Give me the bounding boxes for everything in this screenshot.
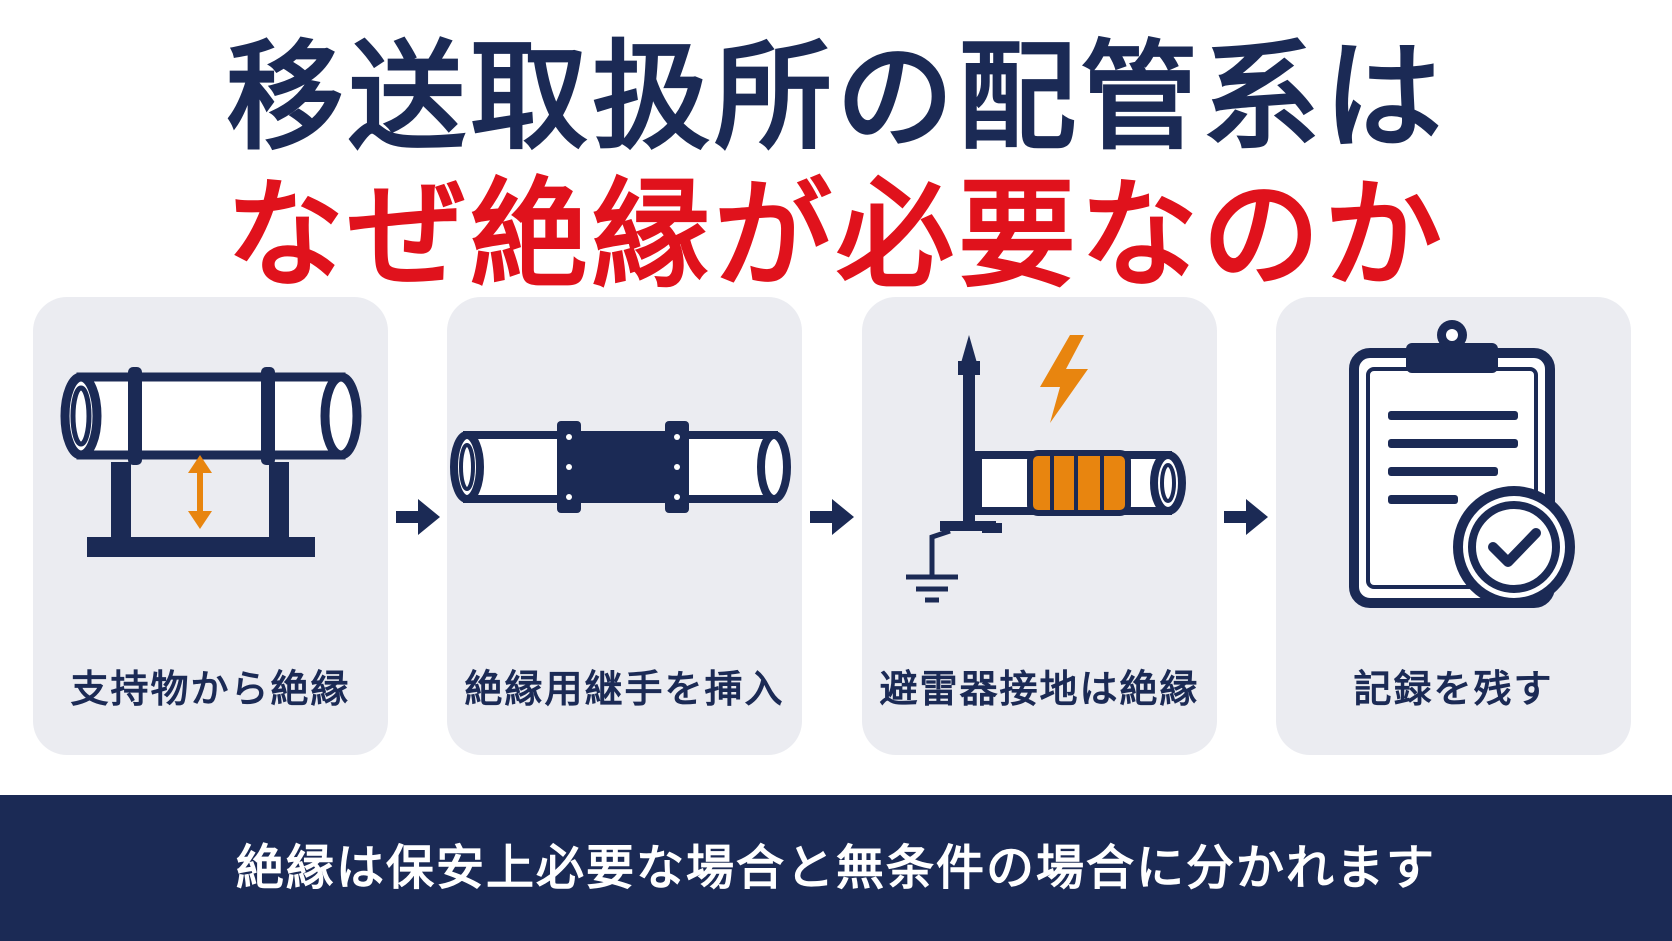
step-card-1: 支持物から絶縁 bbox=[33, 297, 388, 755]
step-label-1: 支持物から絶縁 bbox=[70, 667, 351, 711]
title-line-1: 移送取扱所の配管系は bbox=[225, 28, 1446, 166]
footer-banner: 絶縁は保安上必要な場合と無条件の場合に分かれます bbox=[0, 795, 1672, 941]
arrow-right-icon-1 bbox=[396, 499, 440, 535]
footer-text: 絶縁は保安上必要な場合と無条件の場合に分かれます bbox=[235, 840, 1436, 896]
step-label-4: 記録を残す bbox=[1353, 667, 1554, 711]
lightning-arrester-ground-icon bbox=[906, 335, 1186, 603]
pipe-on-support-icon bbox=[60, 367, 362, 557]
step-card-2: 絶縁用継手を挿入 bbox=[447, 297, 802, 755]
step-label-3: 避雷器接地は絶縁 bbox=[879, 667, 1200, 711]
title-line-2: なぜ絶縁が必要なのか bbox=[225, 166, 1446, 304]
insulating-joint-icon bbox=[450, 421, 791, 513]
step-card-3: 避雷器接地は絶縁 bbox=[862, 297, 1217, 755]
clipboard-check-icon bbox=[1349, 320, 1575, 608]
step-label-2: 絶縁用継手を挿入 bbox=[464, 667, 785, 711]
arrow-right-icon-2 bbox=[810, 499, 854, 535]
arrow-right-icon-3 bbox=[1224, 499, 1268, 535]
step-card-4: 記録を残す bbox=[1276, 297, 1631, 755]
